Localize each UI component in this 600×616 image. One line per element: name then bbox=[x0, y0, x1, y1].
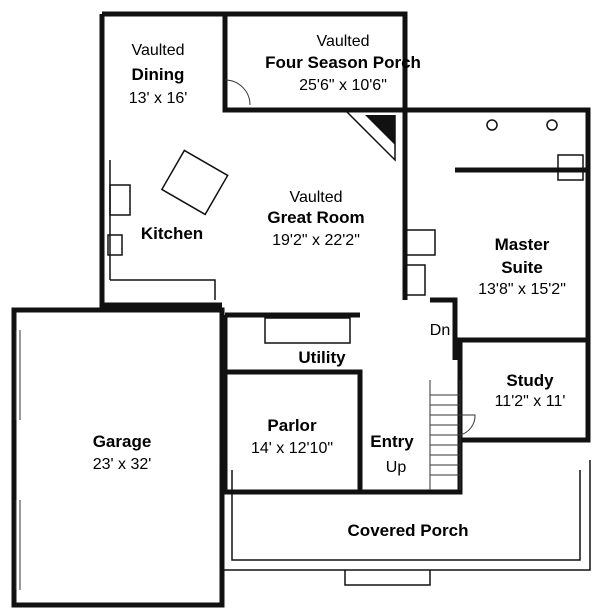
great-size: 19'2" x 22'2" bbox=[272, 232, 360, 249]
stairs-down-label: Dn bbox=[430, 322, 450, 339]
entry-name: Entry bbox=[370, 432, 414, 451]
details bbox=[15, 79, 591, 590]
porch4-prefix: Vaulted bbox=[316, 33, 369, 50]
room-great-room: Vaulted Great Room 19'2" x 22'2" bbox=[267, 189, 364, 249]
porch4-size: 25'6" x 10'6" bbox=[299, 77, 387, 94]
room-four-season-porch: Vaulted Four Season Porch 25'6" x 10'6" bbox=[265, 33, 421, 94]
master-size: 13'8" x 15'2" bbox=[478, 281, 566, 298]
master-name2: Suite bbox=[501, 258, 543, 277]
stairs-up-label: Up bbox=[386, 459, 407, 476]
study-name: Study bbox=[506, 371, 554, 390]
parlor-size: 14' x 12'10" bbox=[251, 440, 333, 457]
garage-name: Garage bbox=[93, 432, 152, 451]
kitchen-name: Kitchen bbox=[141, 224, 203, 243]
utility-name: Utility bbox=[298, 348, 346, 367]
walls bbox=[11, 11, 591, 608]
dining-size: 13' x 16' bbox=[129, 90, 188, 107]
covered-porch-name: Covered Porch bbox=[348, 521, 469, 540]
room-garage: Garage 23' x 32' bbox=[93, 432, 152, 473]
study-size: 11'2" x 11' bbox=[495, 393, 566, 410]
parlor-name: Parlor bbox=[267, 416, 317, 435]
room-master-suite: Master Suite 13'8" x 15'2" bbox=[478, 235, 566, 298]
dining-name: Dining bbox=[132, 65, 185, 84]
room-study: Study 11'2" x 11' bbox=[495, 371, 566, 410]
porch4-name: Four Season Porch bbox=[265, 53, 421, 72]
dining-prefix: Vaulted bbox=[131, 42, 184, 59]
great-prefix: Vaulted bbox=[289, 189, 342, 206]
room-parlor: Parlor 14' x 12'10" bbox=[251, 416, 333, 457]
room-dining: Vaulted Dining 13' x 16' bbox=[129, 42, 188, 107]
garage-size: 23' x 32' bbox=[93, 456, 152, 473]
great-name: Great Room bbox=[267, 208, 364, 227]
master-name1: Master bbox=[495, 235, 550, 254]
